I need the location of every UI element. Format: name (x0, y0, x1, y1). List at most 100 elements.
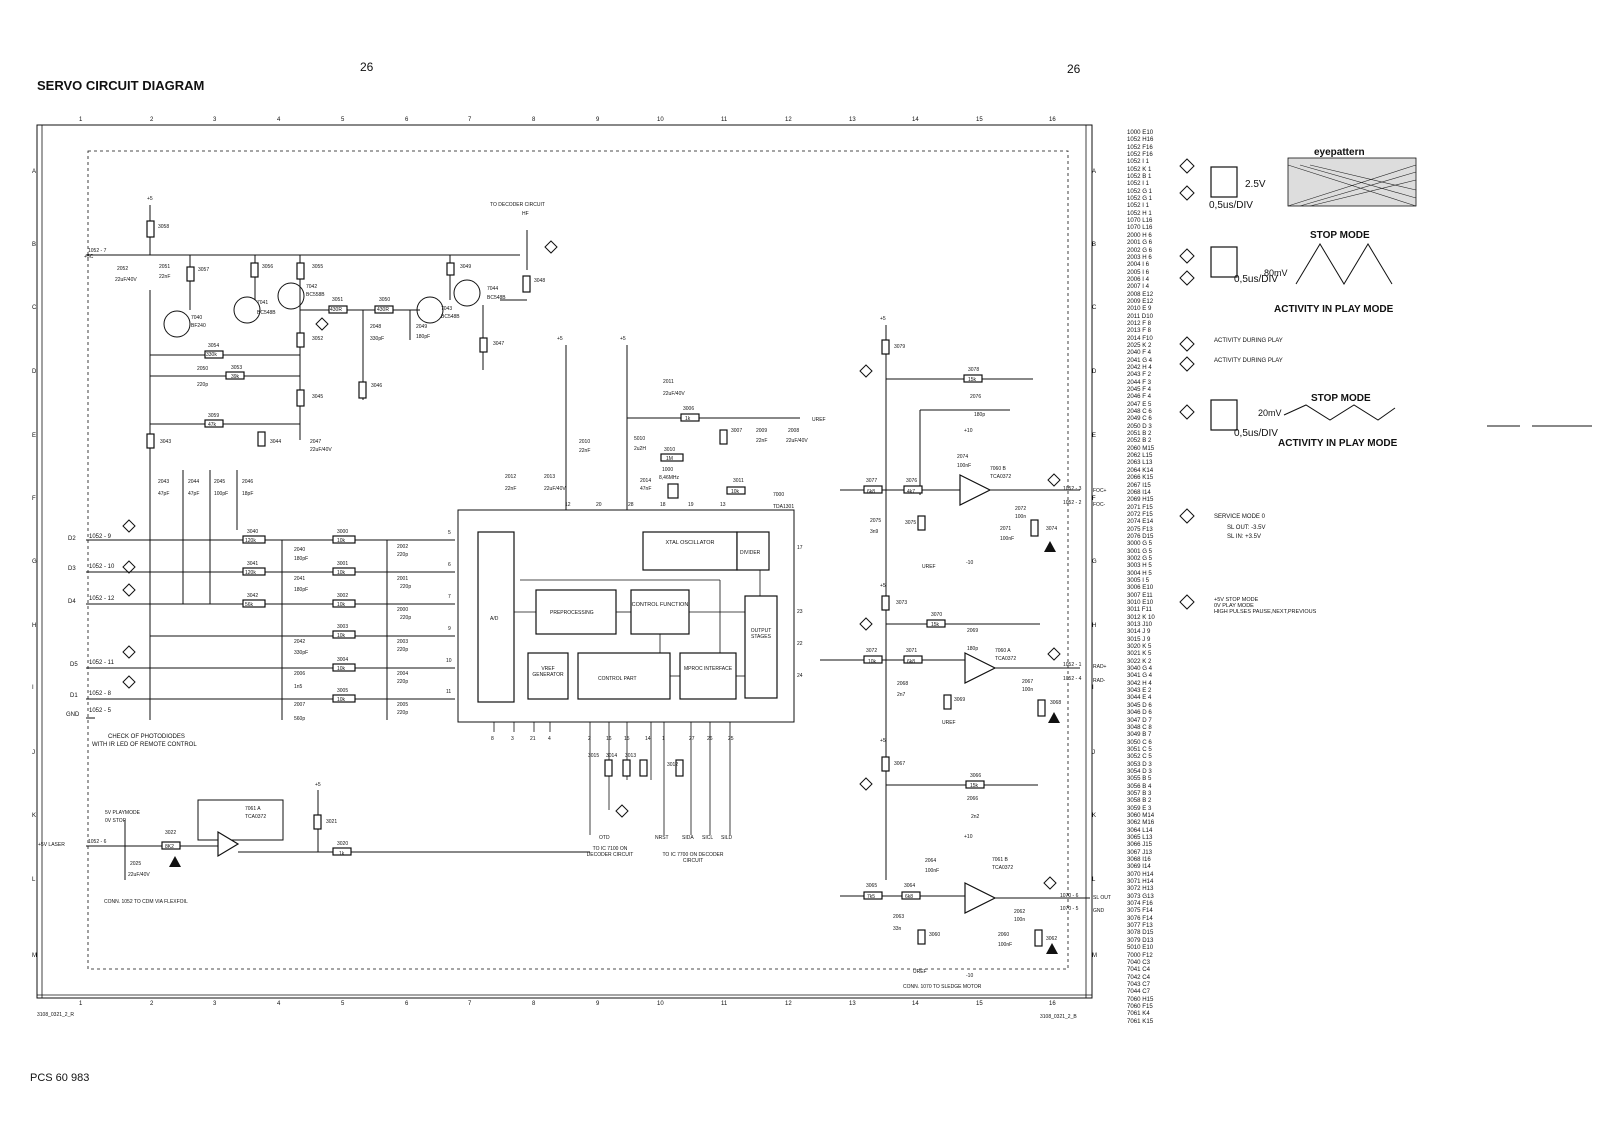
svg-text:22uF/40V: 22uF/40V (544, 486, 566, 492)
reference-entry: 2005 I 6 (1127, 268, 1150, 276)
transistor-7044-type: BC548B (487, 295, 506, 301)
svg-text:3077: 3077 (866, 478, 877, 484)
reference-entry: 3006 E10 (1127, 584, 1154, 592)
grid-row-B-right: B (1092, 242, 1096, 248)
svg-text:10k: 10k (731, 489, 740, 495)
svg-text:2060: 2060 (998, 932, 1009, 938)
crystal-frequency: 8,46MHz (659, 475, 680, 481)
crystal-ref: 1000 (662, 467, 673, 473)
reference-entry: 2044 F 3 (1127, 378, 1152, 386)
svg-text:100n: 100n (1015, 514, 1026, 520)
ic-type: TDA1301 (773, 504, 794, 510)
grid-col-1-bottom: 1 (79, 1001, 83, 1007)
to-ic7100-label: TO IC 7100 ON DECODER CIRCUIT (586, 846, 634, 858)
reference-entry: 2009 E12 (1127, 297, 1154, 305)
grid-col-9: 9 (596, 117, 600, 123)
svg-text:2014: 2014 (640, 478, 651, 484)
photodiode-inputs: D2 1052 - 9 D3 1052 - 10 D4 1052 - 12 D5… (66, 460, 455, 748)
svg-text:5: 5 (448, 530, 451, 536)
grid-col-14: 14 (912, 117, 919, 123)
conn-gnd-out: 1070 - 5 (1060, 906, 1079, 912)
opamp-7061a-type: TCA0372 (245, 814, 266, 820)
svg-text:220p: 220p (400, 615, 411, 621)
svg-text:23: 23 (797, 609, 803, 615)
reference-entry: 2046 F 4 (1127, 393, 1152, 401)
svg-text:2050: 2050 (197, 366, 208, 372)
grid-col-16: 16 (1049, 117, 1056, 123)
grid-row-M: M (32, 953, 37, 959)
svg-text:7: 7 (448, 594, 451, 600)
reference-entry: 3077 F13 (1127, 922, 1153, 930)
svg-text:2002: 2002 (397, 544, 408, 550)
reference-entry: 7042 C4 (1127, 973, 1151, 981)
reference-entry: 2001 G 6 (1127, 239, 1153, 247)
input-laser: +5V LASER (38, 842, 65, 848)
conn-rad-minus: 1052 - 4 (1063, 676, 1082, 682)
svg-text:2007: 2007 (294, 702, 305, 708)
reference-entry: 3004 H 5 (1127, 569, 1152, 577)
svg-text:220p: 220p (400, 584, 411, 590)
reference-entry: 2067 I15 (1127, 481, 1151, 489)
reference-entry: 3043 E 2 (1127, 687, 1152, 695)
svg-text:2046: 2046 (242, 479, 253, 485)
svg-text:1n5: 1n5 (294, 684, 303, 690)
svg-text:10k: 10k (337, 633, 346, 639)
reference-entry: 3056 B 4 (1127, 782, 1152, 790)
svg-text:3010: 3010 (664, 447, 675, 453)
svg-text:2041: 2041 (294, 576, 305, 582)
grid-col-12: 12 (785, 117, 792, 123)
svg-text:430R: 430R (377, 307, 389, 313)
reference-entry: 2002 G 6 (1127, 246, 1153, 254)
svg-text:18pF: 18pF (242, 491, 253, 497)
svg-text:22nF: 22nF (756, 438, 767, 444)
page-number-left: 26 (360, 60, 374, 74)
svg-text:100nF: 100nF (998, 942, 1012, 948)
wave-voltage: 20mV (1258, 408, 1282, 418)
svg-text:10k: 10k (337, 666, 346, 672)
block-vref-generator: VREF GENERATOR (532, 666, 564, 678)
conn-sledge-label: CONN. 1070 TO SLEDGE MOTOR (903, 984, 982, 990)
svg-text:3006: 3006 (683, 406, 694, 412)
block-output-stages: OUTPUT STAGES (750, 628, 772, 640)
transistor-7042-type: BC558B (306, 292, 325, 298)
reference-entry: 3007 E11 (1127, 591, 1153, 599)
ic-tda1301: 7000 TDA1301 A/D PREPROCESSING CONTROL F… (446, 492, 803, 864)
uref-focus-label: UREF (922, 564, 936, 570)
svg-text:15k: 15k (970, 783, 979, 789)
svg-text:14: 14 (645, 736, 651, 742)
grid-row-F: F (32, 496, 36, 502)
svg-text:22nF: 22nF (505, 486, 516, 492)
svg-text:22nF: 22nF (159, 274, 170, 280)
reference-entry: 7061 K15 (1127, 1017, 1154, 1025)
svg-text:3004: 3004 (337, 657, 348, 663)
reference-entry: 2003 H 6 (1127, 253, 1152, 261)
reference-entry: 2045 F 4 (1127, 386, 1152, 394)
conn-rad-plus: 1052 - 1 (1063, 662, 1082, 668)
svg-text:6: 6 (448, 562, 451, 568)
output-foc-minus: FOC- (1093, 502, 1106, 508)
svg-text:3065: 3065 (866, 883, 877, 889)
svg-text:2047: 2047 (310, 439, 321, 445)
svg-text:15k: 15k (931, 622, 940, 628)
reference-entry: 1052 B 1 (1127, 173, 1152, 181)
svg-text:120k: 120k (245, 538, 256, 544)
reference-entry: 1000 E10 (1127, 129, 1154, 136)
svg-text:2006: 2006 (294, 671, 305, 677)
svg-text:3048: 3048 (534, 278, 545, 284)
reference-entry: 3060 M14 (1127, 811, 1155, 819)
svg-text:39k: 39k (231, 374, 240, 380)
reference-entry: 3044 E 4 (1127, 694, 1152, 702)
svg-text:47nF: 47nF (640, 486, 651, 492)
reference-entry: 2074 E14 (1127, 518, 1154, 526)
sl-out-voltage: SL OUT: -3.5V (1227, 525, 1265, 531)
svg-text:3002: 3002 (337, 593, 348, 599)
grid-row-M-right: M (1092, 953, 1097, 959)
input-d3: D3 (68, 566, 76, 572)
svg-text:100nF: 100nF (925, 868, 939, 874)
reference-entry: 3020 K 5 (1127, 643, 1152, 651)
svg-text:3078: 3078 (968, 367, 979, 373)
svg-text:3044: 3044 (270, 439, 281, 445)
reference-entry: 3076 F14 (1127, 914, 1153, 922)
